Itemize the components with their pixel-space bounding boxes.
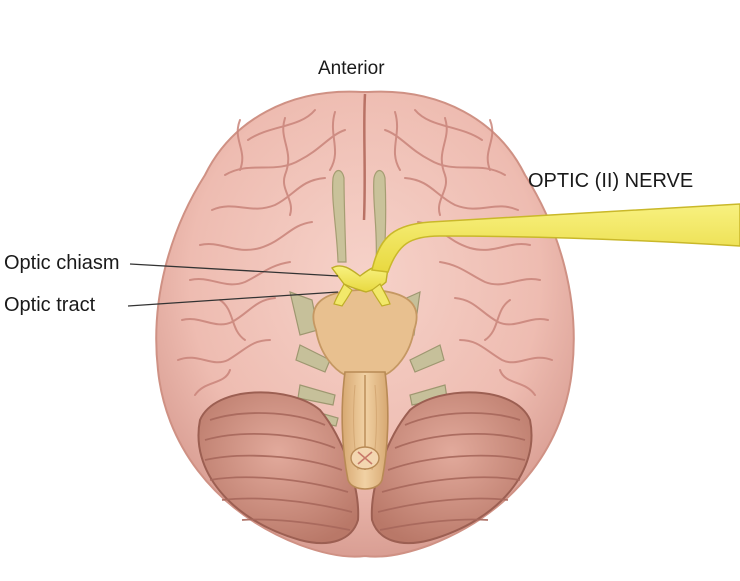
optic-nerve-label: OPTIC (II) NERVE [528,170,694,192]
brainstem [312,289,418,490]
gyri-left [177,109,346,396]
optic-tract-label: Optic tract [4,294,96,316]
optic-chiasm-structure [330,265,391,307]
optic-chiasm-label: Optic chiasm [4,252,120,274]
optic-tract-leader-line [127,291,339,307]
pons [312,289,418,376]
olfactory-tracts [332,169,387,263]
cerebellar-folia [204,412,526,531]
optic-tract-right [371,283,391,307]
cerebellum [197,391,533,545]
anterior-label: Anterior [318,58,385,79]
optic-nerve [371,203,740,273]
gyri-right [384,109,553,396]
optic-tract-left [333,283,353,307]
optic-chiasm-leader-line [129,263,339,277]
optic-chiasm-shape [330,265,389,293]
